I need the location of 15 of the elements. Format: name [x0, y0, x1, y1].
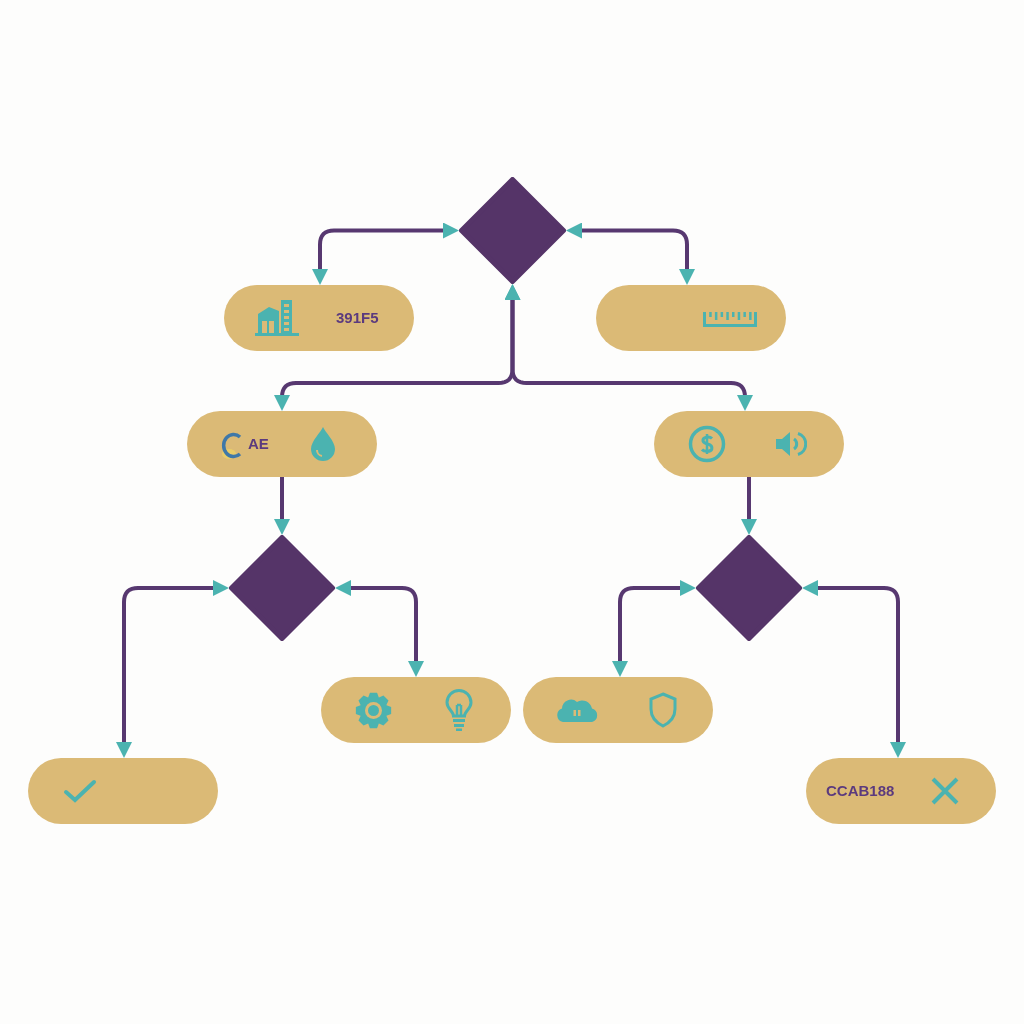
decision-diamond [229, 535, 335, 641]
connector-arrow [802, 580, 906, 758]
decision-diamond [696, 535, 802, 641]
connector-arrow [741, 477, 757, 535]
connector-arrow [274, 477, 290, 535]
connector-arrow [335, 580, 424, 677]
connector-arrow [504, 284, 753, 411]
decision-diamond [459, 177, 566, 284]
connector-arrow [312, 222, 459, 285]
node-label: 391F5 [336, 309, 379, 327]
node-label: CCAB188 [826, 782, 895, 800]
connector-arrow [612, 580, 696, 677]
connector-arrow [566, 222, 695, 285]
connector-arrow [116, 580, 229, 758]
node-label: AE [248, 435, 269, 453]
